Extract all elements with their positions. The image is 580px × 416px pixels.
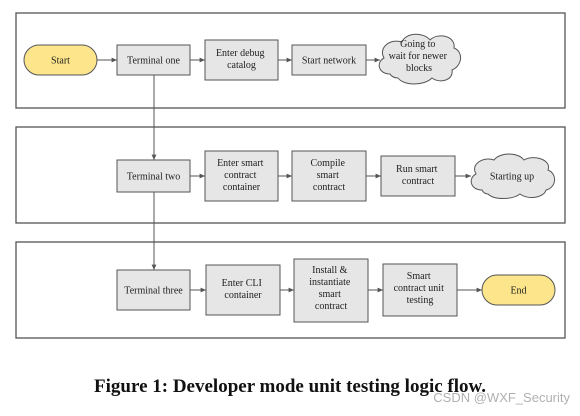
starting-up-cloud-node — [470, 153, 555, 199]
edges — [97, 57, 482, 293]
start-network-label: Start network — [302, 56, 356, 67]
enter-cli-container-node — [205, 264, 281, 316]
enter-debug-catalog-label: Enter debug catalog — [216, 48, 267, 71]
watermark: CSDN @WXF_Security — [433, 390, 570, 405]
end-label: End — [510, 286, 526, 297]
compile-smart-contract-node — [291, 150, 367, 202]
install-instantiate-label: Install & instantiate smart contract — [309, 265, 353, 312]
smart-contract-unit-testing-label: Smart contract unit testing — [394, 271, 447, 306]
waiting-label: Going to wait for newer blocks — [389, 39, 450, 74]
end-node — [481, 274, 556, 306]
waiting-line-1: Going to — [400, 39, 435, 50]
terminal-one-node — [116, 44, 191, 76]
install-line-4: contract — [315, 301, 347, 312]
terminal-three-label: Terminal three — [124, 286, 183, 297]
enter-smart-contract-container-label: Enter smart contract container — [217, 158, 266, 193]
compile-line-1: Compile — [311, 158, 346, 169]
install-line-1: Install & — [312, 265, 347, 276]
start-node — [23, 44, 98, 76]
enter-container-line-1: Enter smart — [217, 158, 264, 169]
figure-caption: Figure 1: Developer mode unit testing lo… — [94, 376, 486, 397]
enter-smart-contract-container-node — [204, 150, 279, 202]
terminal-two-node — [116, 159, 191, 193]
terminal-three-node — [116, 269, 191, 311]
run-smart-contract-label: Run smart contract — [396, 164, 440, 187]
run-line-1: Run smart — [396, 164, 438, 175]
terminal-two-label: Terminal two — [127, 172, 180, 183]
compile-line-3: contract — [313, 182, 345, 193]
waiting-line-3: blocks — [406, 63, 432, 74]
enter-debug-catalog-node — [204, 39, 279, 81]
run-line-2: contract — [402, 176, 434, 187]
install-line-2: instantiate — [309, 277, 351, 288]
start-network-node — [291, 44, 367, 76]
run-smart-contract-node — [380, 155, 456, 197]
enter-debug-catalog-line-2: catalog — [227, 60, 256, 71]
install-line-3: smart — [319, 289, 341, 300]
testing-line-3: testing — [407, 295, 434, 306]
compile-smart-contract-label: Compile smart contract — [311, 158, 348, 193]
compile-line-2: smart — [317, 170, 339, 181]
enter-cli-line-2: container — [224, 290, 262, 301]
start-label: Start — [51, 56, 70, 67]
terminal-one-label: Terminal one — [127, 56, 180, 67]
testing-line-1: Smart — [407, 271, 431, 282]
enter-container-line-2: contract — [224, 170, 256, 181]
enter-cli-line-1: Enter CLI — [222, 278, 262, 289]
waiting-line-2: wait for newer — [389, 51, 448, 62]
waiting-cloud-node — [378, 33, 461, 85]
enter-cli-container-label: Enter CLI container — [222, 278, 265, 301]
smart-contract-unit-testing-node — [382, 263, 458, 317]
starting-up-label: Starting up — [490, 172, 534, 183]
enter-container-line-3: container — [223, 182, 261, 193]
enter-debug-catalog-line-1: Enter debug — [216, 48, 265, 59]
install-instantiate-node — [293, 258, 369, 323]
testing-line-2: contract unit — [394, 283, 444, 294]
